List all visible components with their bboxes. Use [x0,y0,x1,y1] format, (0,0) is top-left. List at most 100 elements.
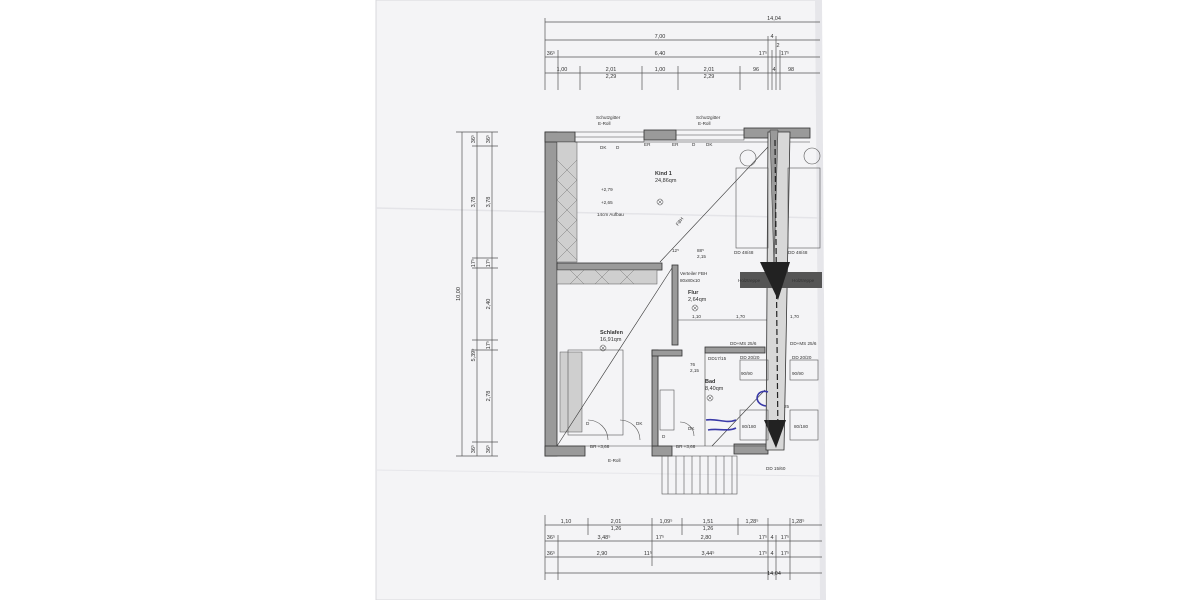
top-dim-4e: 96 [753,67,759,73]
left-inner-e: 36⁵ [470,445,477,453]
note-d-76: 76 [690,362,696,367]
balcony [661,455,738,495]
room-flur-name: Flur [688,290,699,296]
note-d-12: 12⁵ [672,248,679,253]
bottom-dim-1h: 1,26 [703,526,714,532]
note-eroll-1: E-Roll [598,121,611,126]
note-dk-3: DK [636,421,643,426]
note-verteiler-size: 80x80x10 [680,278,700,283]
note-d-215: 2,15 [697,254,706,259]
note-dd15: DD 15/60 [766,466,786,471]
top-dim-2c: 2 [776,43,779,49]
top-dim-4g: 98 [788,67,794,73]
top-dim-4c: 1,00 [655,67,666,73]
room-flur-area: 2,64qm [688,297,707,303]
note-dk-1: DK [600,145,607,150]
note-d-88: 88⁵ [697,248,704,253]
note-dd48-2: DD 48/48 [788,250,808,255]
top-dim-4d: 2,01 [704,67,715,73]
left-dim-e: 17⁵ [485,341,492,349]
bottom-dim-2b: 3,48⁵ [598,534,611,541]
bottom-dim-3c: 11⁵ [644,550,652,557]
note-d-80-2: 80/180 [794,424,808,429]
bottom-dim-1a: 1,10 [561,519,572,525]
top-dim-2b: 4 [770,34,773,40]
bottom-dim-1f: 1,28⁵ [792,518,805,525]
bottom-dim-1g: 1,26 [611,526,622,532]
stair-shaft [740,129,822,451]
note-dd20-1: DD 20/20 [740,355,760,360]
note-holztreppe-2: Holztreppe [792,278,815,283]
note-d-4: D [662,434,666,439]
left-dim-b: 3,78 [486,197,492,208]
bottom-dim-2f: 4 [770,535,773,541]
note-br-2: BR +3,68 [676,444,696,449]
bottom-total-dim: 14,04 [767,571,781,577]
bottom-dim-1d: 1,51 [703,519,714,525]
note-d-215b: 2,15 [690,368,699,373]
left-dim-f: 2,78 [486,391,492,402]
left-inner-c: 17⁵ [470,259,477,267]
note-dd20-2: DD 20/20 [792,355,812,360]
bottom-dim-1b: 2,01 [611,519,622,525]
bottom-dim-3f: 4 [770,551,773,557]
wall-hatching [556,141,658,433]
note-fbh: FBH [675,216,685,226]
bottom-dimensions [544,515,822,580]
note-dk-4: DK [688,426,695,431]
left-inner-a: 36⁵ [470,135,477,143]
left-dim-g: 36⁵ [485,445,492,453]
room-schlafen-name: Schlafen [600,330,624,336]
note-d-3: D [586,421,590,426]
note-level-1: +2,79 [601,187,613,192]
top-total-dim: 14,04 [767,16,781,22]
light-symbols [599,198,714,402]
note-d-170-1: 1,70 [736,314,745,319]
note-d-90-2: 90/90 [792,371,804,376]
bottom-dim-2d: 2,80 [701,535,712,541]
bottom-dim-2c: 17⁵ [656,534,664,541]
top-dim-4i: 2,29 [704,74,715,80]
note-aufbau: 14cm Aufbau [597,212,624,217]
furniture [567,147,821,441]
room-kind-area: 24,86qm [655,178,677,184]
note-br-1: BR +3,68 [590,444,610,449]
left-total-dim: 10,00 [456,287,462,301]
note-d-80-1: 80/180 [742,424,756,429]
bottom-dim-3e: 17⁵ [759,550,767,557]
note-d-25: 25 [784,404,790,409]
bottom-dim-1e: 1,28⁵ [746,518,759,525]
room-bad-name: Bad [705,379,715,385]
room-diagonals [556,131,783,447]
top-dim-4h: 2,29 [606,74,617,80]
bottom-dim-3g: 17⁵ [781,550,789,557]
bottom-dim-3a: 36⁵ [547,550,555,557]
top-dim-3d: 17⁵ [781,50,789,57]
note-d-90-1: 90/90 [741,371,753,376]
walls [544,127,811,457]
left-dim-d: 2,40 [486,299,492,310]
note-dk-2: DK [706,142,713,147]
bottom-dim-3b: 2,90 [597,551,608,557]
left-dimensions [456,131,498,457]
note-d-110: 1,10 [692,314,701,319]
left-inner-d: 5,39⁵ [470,349,477,362]
note-ddms-2: DD+MS 25/6 [790,341,817,346]
bottom-dim-2e: 17⁵ [759,534,767,541]
note-holztreppe-1: Holztreppe [738,278,761,283]
note-er-2: ER [672,142,679,147]
note-d-170-2: 1,70 [790,314,799,319]
note-eroll-2: E-Roll [698,121,711,126]
note-d-2: D [692,142,696,147]
note-eroll-bottom: E-Roll [608,458,621,463]
note-schutzgitter-2: Schutzgitter [696,115,721,120]
top-dim-3c: 17⁵ [759,50,767,57]
bottom-dim-3d: 3,44⁵ [702,550,715,557]
left-dim-a: 36⁵ [485,135,492,143]
top-dim-4a: 1,00 [557,67,568,73]
top-dim-2a: 7,00 [655,34,666,40]
top-dim-4f: 4 [772,67,775,73]
note-level-2: +2,65 [601,200,613,205]
paper-shadow [815,0,826,600]
